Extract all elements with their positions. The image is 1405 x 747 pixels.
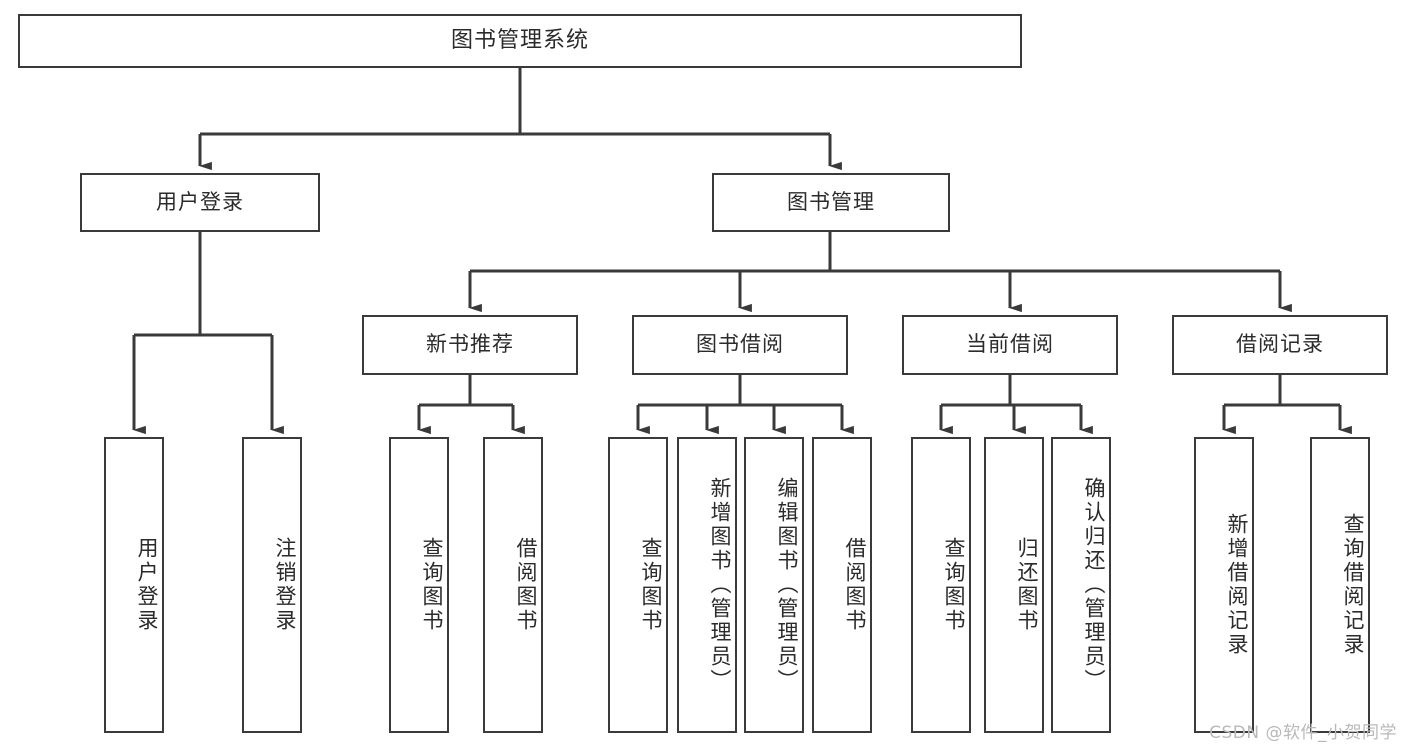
leaf-label: 确认归还（管理员） <box>1082 477 1106 693</box>
leaf-borrow-book[interactable]: 借阅图书 <box>812 437 872 733</box>
leaf-add-borrow-record[interactable]: 新增借阅记录 <box>1194 437 1254 733</box>
leaf-label: 查询借阅记录 <box>1341 513 1365 657</box>
node-new-book-recommend[interactable]: 新书推荐 <box>362 315 578 375</box>
leaf-borrow-book-new[interactable]: 借阅图书 <box>483 437 543 733</box>
node-current-borrow[interactable]: 当前借阅 <box>902 315 1118 375</box>
csdn-watermark: CSDN @软件_小贺同学 <box>1209 723 1397 743</box>
node-user-login[interactable]: 用户登录 <box>80 173 320 232</box>
leaf-label: 用户登录 <box>135 537 159 633</box>
node-book-borrow[interactable]: 图书借阅 <box>632 315 848 375</box>
leaf-label: 编辑图书（管理员） <box>775 477 799 693</box>
leaf-label: 借阅图书 <box>514 537 538 633</box>
leaf-label: 借阅图书 <box>843 537 867 633</box>
leaf-label: 新增图书（管理员） <box>708 477 732 693</box>
leaf-logout[interactable]: 注销登录 <box>242 437 302 733</box>
leaf-query-book-current[interactable]: 查询图书 <box>911 437 971 733</box>
leaf-label: 查询图书 <box>420 537 444 633</box>
node-borrow-record[interactable]: 借阅记录 <box>1172 315 1388 375</box>
leaf-user-login[interactable]: 用户登录 <box>104 437 164 733</box>
leaf-query-book-new[interactable]: 查询图书 <box>389 437 449 733</box>
leaf-label: 查询图书 <box>942 537 966 633</box>
leaf-return-book[interactable]: 归还图书 <box>984 437 1044 733</box>
leaf-label: 归还图书 <box>1015 537 1039 633</box>
leaf-label: 注销登录 <box>273 537 297 633</box>
leaf-query-book-borrow[interactable]: 查询图书 <box>608 437 668 733</box>
leaf-label: 新增借阅记录 <box>1225 513 1249 657</box>
leaf-label: 查询图书 <box>639 537 663 633</box>
leaf-query-borrow-record[interactable]: 查询借阅记录 <box>1310 437 1370 733</box>
leaf-confirm-return-admin[interactable]: 确认归还（管理员） <box>1051 437 1111 733</box>
leaf-add-book-admin[interactable]: 新增图书（管理员） <box>677 437 737 733</box>
node-book-management[interactable]: 图书管理 <box>712 173 950 232</box>
leaf-edit-book-admin[interactable]: 编辑图书（管理员） <box>744 437 804 733</box>
node-root-system[interactable]: 图书管理系统 <box>18 14 1022 68</box>
